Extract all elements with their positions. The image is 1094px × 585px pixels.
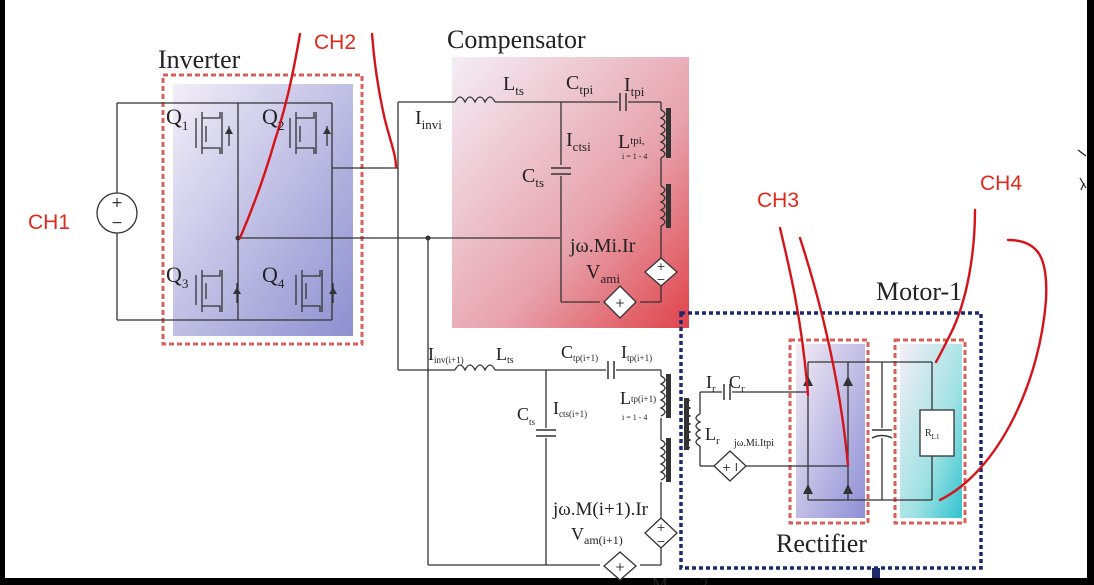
ch4-probe-line-1 [934, 208, 977, 364]
svg-text:−: − [111, 215, 123, 231]
switch-q4-label: Q4 [262, 262, 285, 291]
label-i-cts-next: Icts(i+1) [553, 398, 587, 419]
probe-ink-annotations [238, 32, 1048, 502]
label-c-tp-next: Ctp(i+1) [561, 342, 598, 363]
label-i-tp-next: Itp(i+1) [621, 342, 652, 363]
compensator-circuit: + + − [397, 93, 678, 370]
switch-q2 [289, 112, 331, 154]
inverter-bridge [195, 102, 560, 321]
rectifier-boundary [788, 338, 870, 525]
edge-marks [1077, 149, 1087, 191]
label-i-ctsi: Ictsi [566, 129, 591, 154]
dependent-source-jw [644, 257, 678, 287]
label-r-l1: RL1 [925, 428, 940, 441]
switch-q2-label: Q2 [262, 104, 284, 133]
ch3-probe-line-2 [798, 236, 850, 467]
label-bottom-partial: M 2 [652, 574, 709, 585]
label-i-tpi: Itpi [624, 74, 645, 99]
inverter-title: Inverter [158, 45, 241, 74]
ch3-probe-line-1 [778, 226, 810, 397]
svg-text:+: + [656, 521, 665, 534]
ch2-probe-line-1 [238, 32, 302, 240]
label-i-invi: Iinvi [415, 107, 442, 132]
switch-q1-label: Q1 [166, 104, 188, 133]
compensator-title: Compensator [447, 25, 586, 54]
switch-q4 [295, 270, 337, 312]
label-i-r: Ir [706, 372, 716, 395]
ch3-label: CH3 [757, 189, 799, 212]
dependent-source-vami [603, 285, 637, 319]
label-l-tp-next-range: i = 1 - 4 [622, 413, 647, 422]
inverter-boundary [161, 73, 364, 346]
label-c-ts: Cts [522, 165, 544, 190]
receiver-circuit: + I [684, 361, 955, 501]
svg-text:+: + [615, 296, 625, 310]
label-v-am-next: Vam(i+1) [571, 524, 623, 547]
switch-q1 [195, 112, 233, 154]
motor-title: Motor-1 [876, 277, 962, 306]
svg-text:+: + [615, 560, 625, 574]
svg-text:−: − [656, 535, 665, 548]
ch2-probe-line-2 [370, 32, 398, 169]
label-l-ts2: Lts [496, 344, 514, 366]
rectifier-title: Rectifier [776, 529, 867, 558]
ch2-label: CH2 [314, 31, 356, 54]
ch4-probe-line-2 [938, 238, 1048, 502]
svg-text:−: − [656, 273, 665, 286]
label-jw-m-next: jω.M(i+1).Ir [552, 499, 649, 520]
load-resistor [919, 409, 955, 457]
switch-q3 [195, 270, 241, 312]
svg-text:+ I: + I [722, 461, 738, 474]
label-l-tpi-range: i = 1 - 4 [622, 152, 647, 161]
label-v-ami: Vami [586, 261, 620, 286]
label-l-tp-next: Ltp(i+1) [620, 388, 656, 408]
label-jw-mi-ir: jω.Mi.Ir [569, 235, 636, 257]
coil-branch-next: + + − [398, 235, 678, 581]
label-i-inv-next: Iinv(i+1) [428, 344, 464, 365]
label-l-tpi: Ltpi, [618, 131, 645, 153]
bottom-tab [872, 568, 880, 578]
label-jw-mi-itpi: jω.Mi.Itpi [733, 438, 774, 449]
label-c-ts2: Cts [517, 404, 536, 427]
ch1-label: CH1 [28, 211, 70, 234]
dc-voltage-source: + − [96, 102, 238, 321]
label-l-ts: Lts [503, 73, 524, 98]
label-c-r: Cr [729, 372, 745, 395]
ch4-label: CH4 [980, 172, 1022, 195]
switch-q3-label: Q3 [166, 262, 188, 291]
motor-boundary [679, 311, 983, 570]
load-boundary [893, 338, 967, 525]
label-l-r: Lr [705, 424, 720, 447]
svg-text:+: + [656, 260, 665, 273]
inverter-block [173, 84, 353, 336]
svg-text:+: + [111, 195, 123, 211]
label-c-tpi: Ctpi [566, 72, 593, 97]
